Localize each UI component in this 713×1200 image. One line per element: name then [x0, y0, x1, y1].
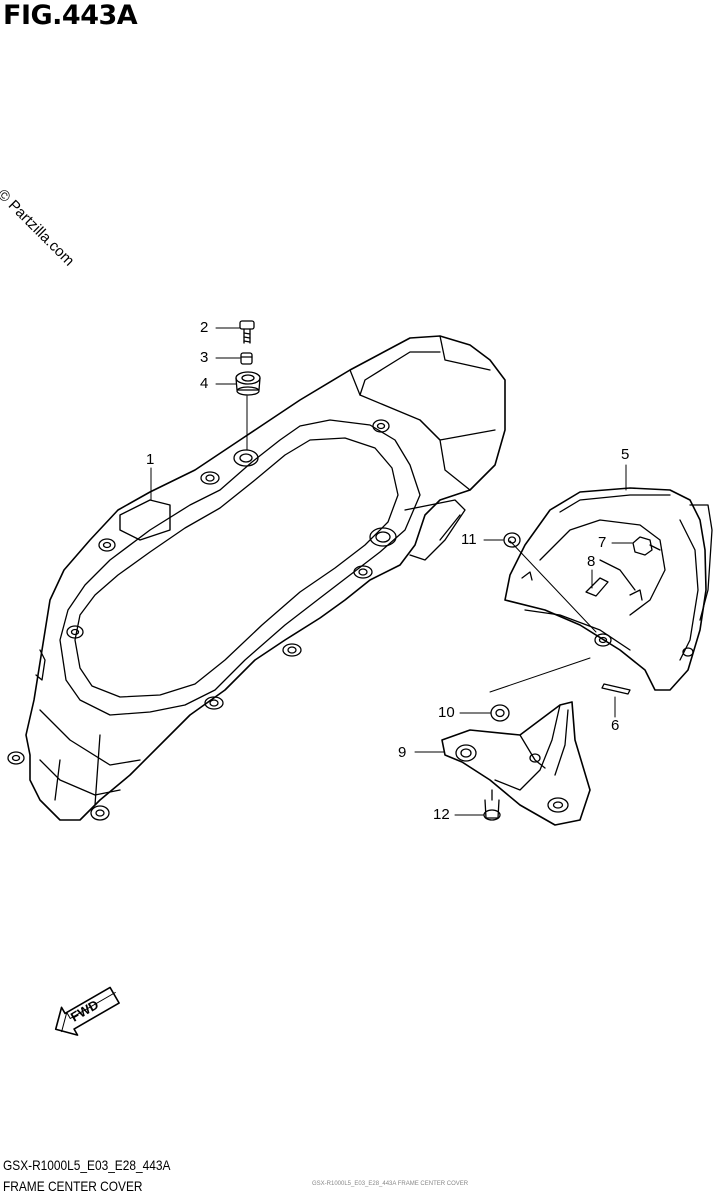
- page-caption: FRAME CENTER COVER: [3, 1178, 143, 1194]
- callout-leaders: [150, 327, 633, 816]
- part-1-frame-center-cover: [7, 335, 506, 821]
- callout-5: 5: [621, 446, 630, 463]
- part-6-strip: [601, 683, 631, 695]
- callout-12: 12: [433, 806, 450, 823]
- model-code: GSX-R1000L5_E03_E28_443A: [3, 1157, 171, 1173]
- part-7-clip: [632, 536, 661, 556]
- callout-9: 9: [398, 744, 407, 761]
- callout-7: 7: [598, 534, 607, 551]
- callout-2: 2: [200, 319, 209, 336]
- part-5-cover-panel: [504, 487, 713, 691]
- callout-4: 4: [200, 375, 209, 392]
- part-8-pad: [585, 577, 609, 597]
- callout-6: 6: [611, 717, 620, 734]
- callout-8: 8: [587, 553, 596, 570]
- figure-title: FIG.443A: [3, 0, 138, 31]
- part-3-nut: [240, 352, 253, 365]
- fwd-arrow-icon: [54, 986, 120, 1036]
- part-11-leader-line: [509, 540, 597, 633]
- part-11-grommet: [503, 532, 521, 548]
- callout-10: 10: [438, 704, 455, 721]
- part-4-grommet: [235, 371, 261, 396]
- part-9-bracket-cover: [441, 657, 591, 826]
- callout-1: 1: [146, 451, 155, 468]
- callout-3: 3: [200, 349, 209, 366]
- part-2-bolt: [239, 320, 255, 344]
- fine-print: GSX-R1000L5_E03_E28_443A FRAME CENTER CO…: [312, 1181, 469, 1187]
- part-10-grommet: [490, 704, 510, 722]
- part-12-plug: [483, 789, 501, 821]
- callout-11: 11: [461, 531, 477, 548]
